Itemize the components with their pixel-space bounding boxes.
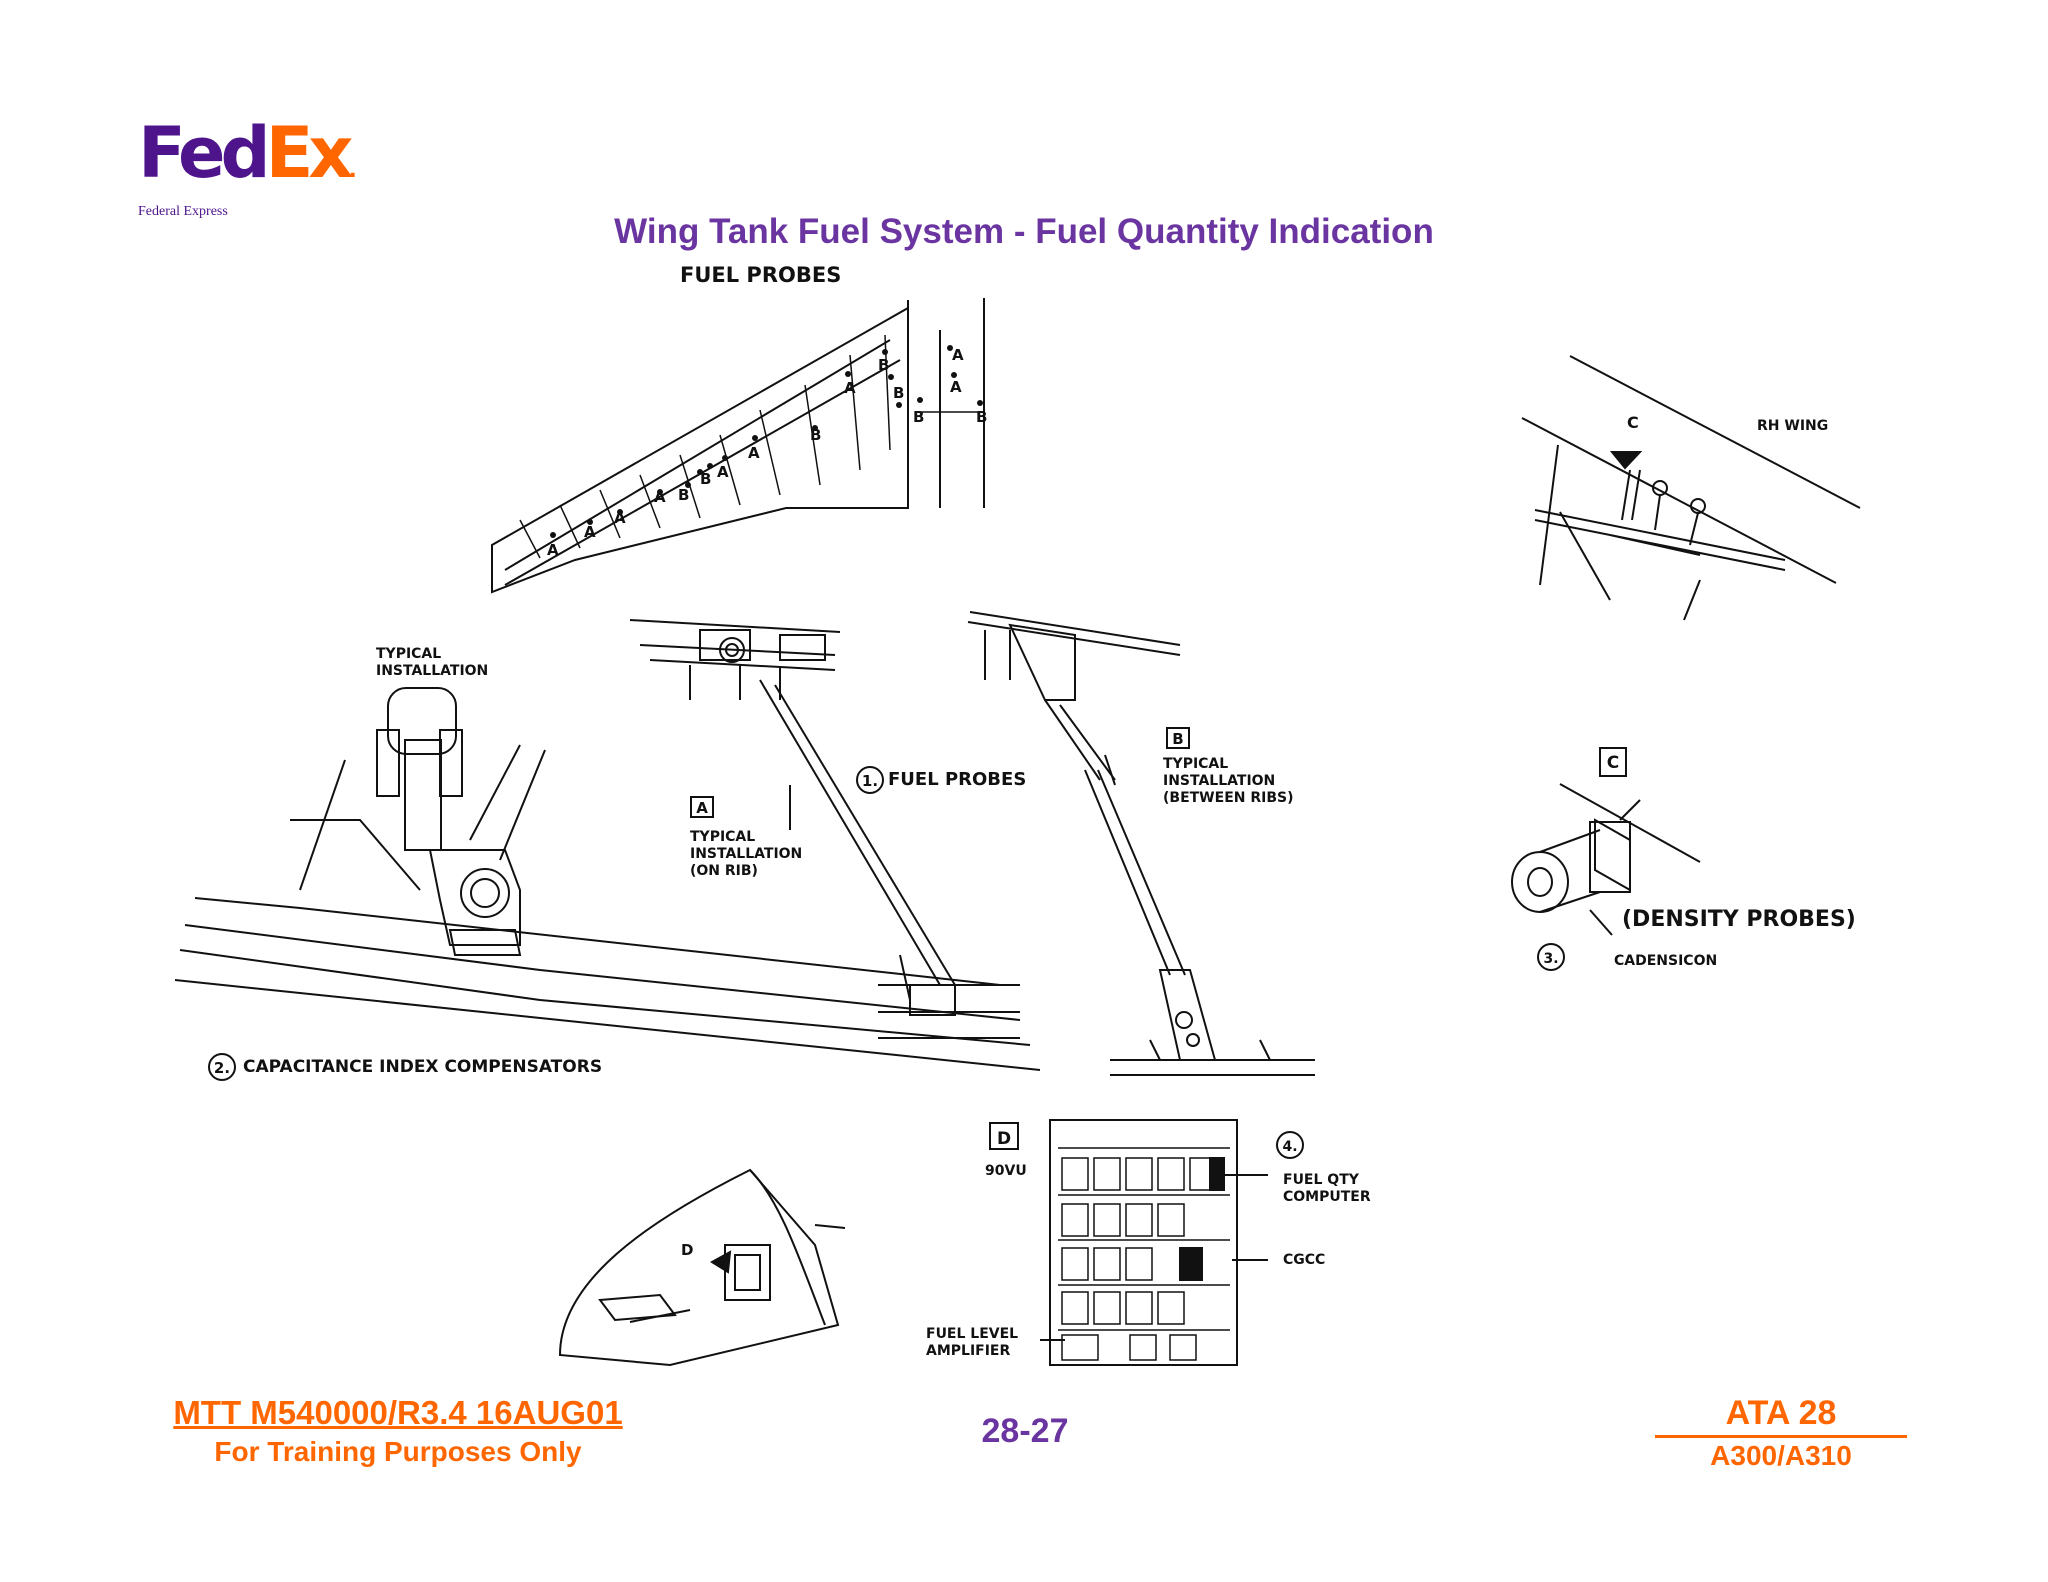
item2-number: 2. xyxy=(214,1059,230,1077)
probe-label: A xyxy=(547,541,559,559)
view-a-text: TYPICAL INSTALLATION (ON RIB) xyxy=(690,829,807,879)
probe-label: A xyxy=(952,346,964,364)
density-probes-label: (DENSITY PROBES) xyxy=(1622,907,1856,932)
ata-chapter: ATA 28 xyxy=(1655,1394,1907,1438)
logo-fed: Fed xyxy=(138,112,271,194)
item1-number: 1. xyxy=(862,772,878,790)
probe-label: A xyxy=(844,379,856,397)
aircraft-type: A300/A310 xyxy=(1710,1440,1852,1471)
item3-label: CADENSICON xyxy=(1614,953,1717,969)
probe-label: B xyxy=(878,356,889,374)
avionics-rack xyxy=(1040,1119,1268,1366)
probe-label: B xyxy=(810,426,821,444)
view-a-box: A xyxy=(696,799,708,817)
fuel-probes-header: FUEL PROBES xyxy=(680,263,841,287)
wing-planform xyxy=(491,298,985,594)
probe-label: B xyxy=(893,384,904,402)
probe-label: A xyxy=(584,523,596,541)
logo-ex: Ex xyxy=(265,112,354,194)
rack-id: 90VU xyxy=(985,1163,1027,1179)
view-c-cadensicon xyxy=(1511,783,1701,936)
probe-label: A xyxy=(748,444,760,462)
fuel-level-amplifier-label: FUEL LEVEL AMPLIFIER xyxy=(926,1326,1023,1359)
view-c-box: C xyxy=(1607,753,1619,773)
footer-left: MTT M540000/R3.4 16AUG01 For Training Pu… xyxy=(148,1394,648,1468)
logo-subtitle: Federal Express xyxy=(138,204,228,219)
view-b-text: TYPICAL INSTALLATION (BETWEEN RIBS) xyxy=(1163,756,1293,806)
cgcc-label: CGCC xyxy=(1283,1252,1325,1268)
document-reference: MTT M540000/R3.4 16AUG01 xyxy=(173,1394,623,1431)
view-d-box: D xyxy=(997,1129,1011,1149)
probe-label: B xyxy=(700,470,711,488)
fuel-qty-computer-label: FUEL QTY COMPUTER xyxy=(1283,1172,1371,1205)
view-b-box: B xyxy=(1172,730,1183,748)
item2-label: CAPACITANCE INDEX COMPENSATORS xyxy=(243,1057,602,1077)
rh-wing-detail xyxy=(1521,355,1861,621)
probe-label: B xyxy=(913,408,924,426)
view-a-probe xyxy=(629,619,1020,1039)
rh-wing-label: RH WING xyxy=(1757,418,1828,434)
nose-section xyxy=(558,1168,846,1367)
cic-installation xyxy=(174,687,1041,1071)
view-c-arrow-label: C xyxy=(1627,413,1639,432)
probe-label: B xyxy=(976,408,987,426)
view-b-probe xyxy=(967,611,1315,1076)
item1-label: FUEL PROBES xyxy=(888,769,1026,790)
page-number: 28-27 xyxy=(981,1412,1069,1450)
probe-label: A xyxy=(950,378,962,396)
logo-dot: . xyxy=(348,158,357,183)
item4-number: 4. xyxy=(1282,1139,1297,1155)
item3-number: 3. xyxy=(1543,951,1558,967)
probe-label: B xyxy=(678,486,689,504)
probe-label: A xyxy=(717,463,729,481)
fedex-logo: FedEx. Federal Express xyxy=(138,118,368,219)
page-title: Wing Tank Fuel System - Fuel Quantity In… xyxy=(614,212,1434,251)
view-d-arrow-label: D xyxy=(681,1241,693,1259)
probe-label: A xyxy=(654,488,666,506)
probe-label: A xyxy=(614,509,626,527)
footer-right: ATA 28 A300/A310 xyxy=(1655,1394,1907,1472)
training-notice: For Training Purposes Only xyxy=(214,1436,582,1467)
